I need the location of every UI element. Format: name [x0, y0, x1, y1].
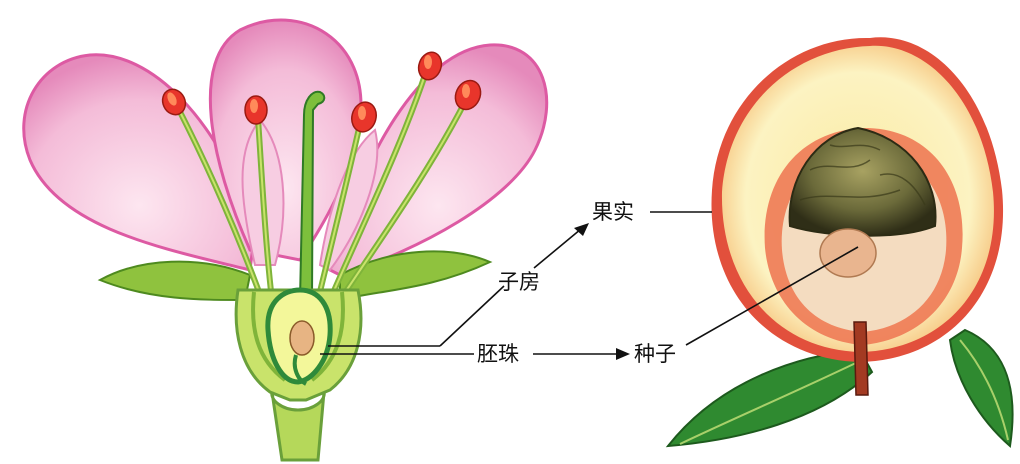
- fruit-stem: [853, 321, 869, 396]
- arrow-heads: [574, 223, 630, 360]
- flower-stalk: [270, 391, 326, 462]
- fruit-illustration: [665, 37, 1014, 448]
- flower-illustration: [22, 18, 549, 462]
- ovary-leader: [439, 285, 505, 347]
- ovary-to-fruit-arrow: [533, 228, 582, 269]
- sepal-right: [339, 250, 493, 302]
- fruit-leaf-right: [948, 328, 1014, 448]
- annotation-lines: [320, 211, 859, 355]
- label-seed: 种子: [634, 342, 676, 366]
- seed-leader: [685, 246, 859, 346]
- fruit-leaf-left: [665, 348, 874, 448]
- fruit-pit: [788, 126, 937, 237]
- label-ovary: 子房: [498, 270, 540, 294]
- label-ovule: 胚珠: [477, 342, 519, 366]
- label-fruit: 果实: [592, 200, 634, 224]
- petal-right: [328, 43, 549, 277]
- petal-left: [22, 53, 257, 272]
- sepal-left: [97, 260, 252, 302]
- ovule: [289, 320, 315, 356]
- pistil-style: [298, 90, 326, 301]
